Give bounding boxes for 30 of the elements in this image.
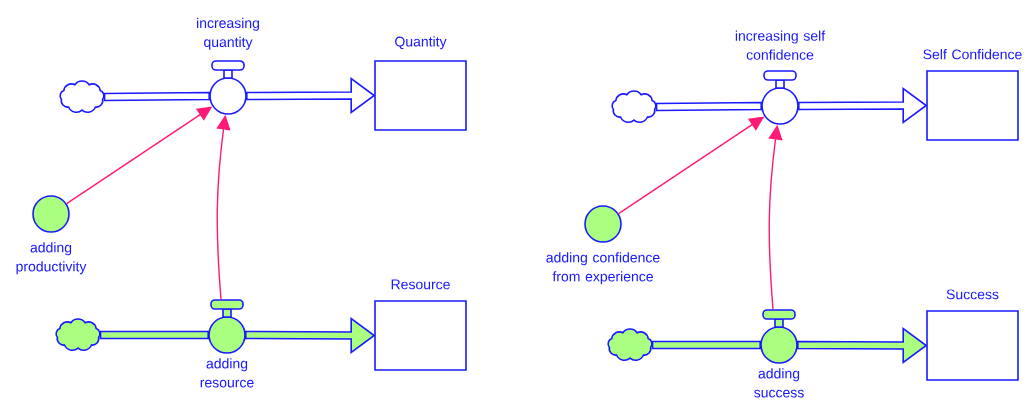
cloud [55,318,101,351]
node-label: Quantity [395,36,447,50]
node-label: Self Confidence [923,49,1022,60]
flow-valve: adding resource [200,299,254,388]
cloud [611,90,657,123]
flow-pipe [99,330,209,340]
stock-box: Self Confidence [923,49,1022,141]
flow-pipe [245,316,376,355]
stock-box: Resource [374,279,467,371]
node-label: increasing self confidence [735,30,826,60]
flow-valve: increasing self confidence [735,30,826,125]
cloud [59,80,105,113]
flow-pipe [103,91,210,102]
flow-pipe [655,101,762,112]
node-label: Success [946,289,999,300]
node-label: adding success [754,368,804,398]
flow-pipe [246,76,376,115]
flow-pipe [651,340,761,350]
cloud [607,328,653,361]
flow-pipe [798,86,928,125]
node-label: Resource [391,279,450,290]
flow-pipe [797,326,928,365]
node-label: adding confidence from experience [546,252,660,285]
stock-box: Quantity [374,36,467,131]
flow-valve: adding success [754,309,804,398]
node-label: increasing quantity [197,17,259,50]
flow-valve: increasing quantity [197,17,259,115]
node-label: adding resource [200,358,254,388]
stock-box: Success [926,289,1019,381]
node-label: adding productivity [16,242,87,275]
